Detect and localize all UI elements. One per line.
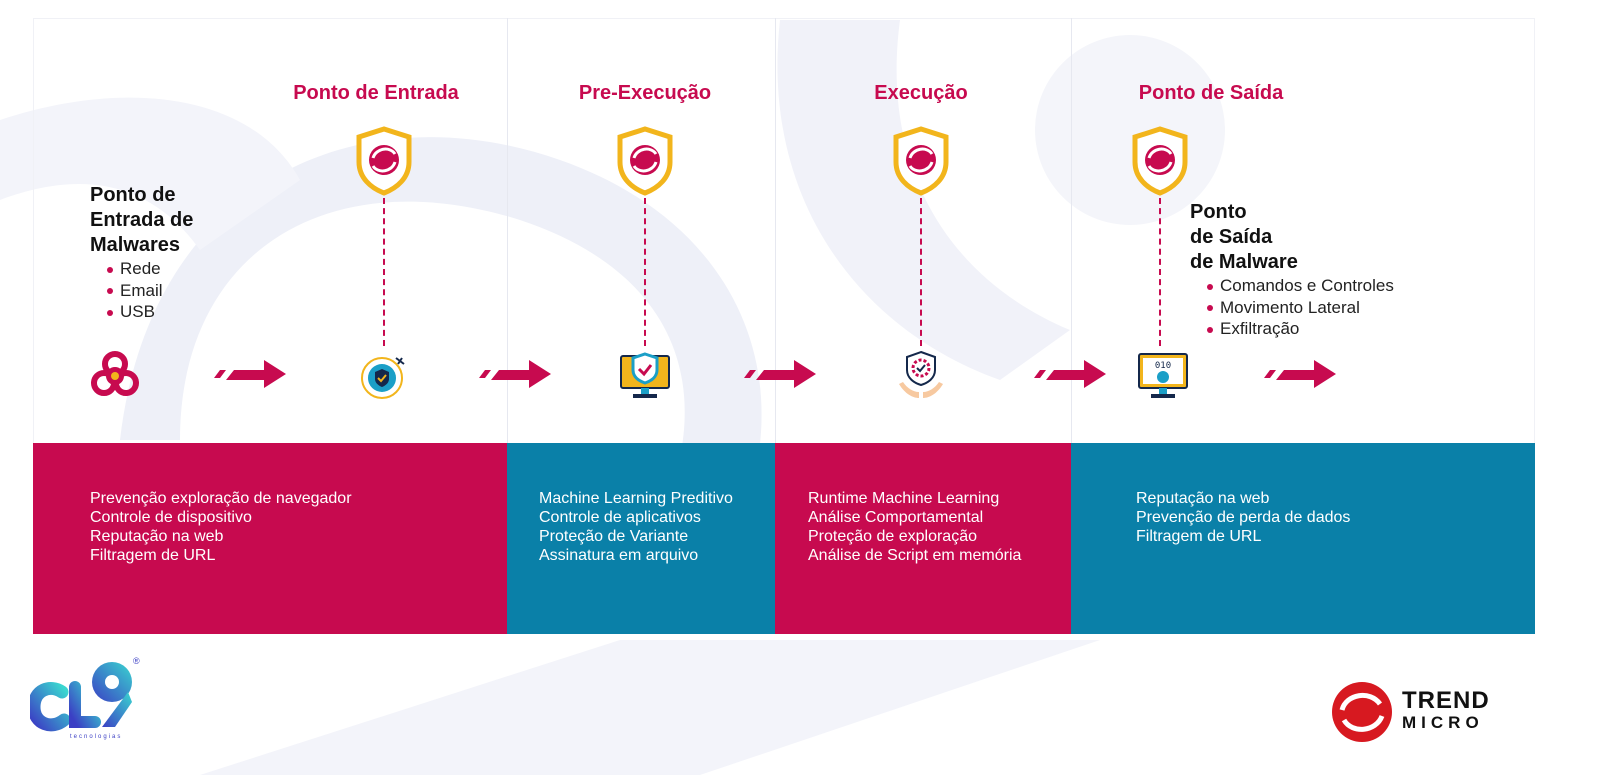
gear-shield-hands-icon: [899, 350, 943, 398]
stage-title: Ponto de Saída: [1138, 82, 1284, 104]
logo-text: TREND: [1402, 687, 1490, 714]
column-divider: [1071, 18, 1072, 443]
cl9-logo: tecnologias ®: [30, 656, 140, 740]
trend-shield-icon: [891, 126, 951, 196]
connector-line: [383, 198, 385, 346]
diagram-frame: [33, 18, 1535, 443]
column-divider: [775, 18, 776, 443]
feature-item: Assinatura em arquivo: [539, 547, 699, 564]
list-item: USB: [107, 301, 163, 323]
list-item: Exfiltração: [1207, 318, 1394, 340]
feature-item: Prevenção de perda de dados: [1136, 509, 1351, 526]
feature-item: Runtime Machine Learning: [808, 490, 1000, 507]
stage-title: Ponto de Entrada: [293, 82, 459, 104]
feature-item: Filtragem de URL: [1136, 528, 1262, 545]
feature-item: Análise de Script em memória: [808, 547, 1022, 564]
title-line: de Saída: [1190, 226, 1273, 248]
malware-exit-title: Ponto de Saída de Malware: [1190, 200, 1298, 275]
feature-item: Análise Comportamental: [808, 509, 984, 526]
biohazard-icon: [91, 351, 139, 396]
feature-item: Proteção de exploração: [808, 528, 977, 545]
connector-line: [644, 198, 646, 346]
connector-line: [1159, 198, 1161, 346]
feature-item: Controle de dispositivo: [90, 509, 252, 526]
svg-text:®: ®: [133, 656, 140, 666]
entry-vectors-list: Rede Email USB: [107, 258, 163, 323]
trend-micro-logo: TREND MICRO: [1330, 680, 1490, 744]
trend-micro-ball-icon: [1332, 682, 1392, 742]
svg-text:tecnologias: tecnologias: [70, 734, 122, 740]
list-item: Comandos e Controles: [1207, 275, 1394, 297]
title-line: Ponto: [1190, 201, 1247, 223]
feature-item: Reputação na web: [1136, 490, 1270, 507]
monitor-shield-icon: [620, 352, 670, 398]
title-line: de Malware: [1190, 251, 1298, 273]
monitor-binary-icon: 010: [1138, 353, 1188, 398]
stage-title: Pre-Execução: [578, 82, 712, 104]
connector-line: [920, 198, 922, 346]
feature-item: Proteção de Variante: [539, 528, 689, 545]
title-line: Ponto de: [90, 184, 176, 206]
flow-arrow-icon: [1264, 360, 1336, 388]
flow-arrow-icon: [1034, 360, 1106, 388]
column-divider: [507, 18, 508, 443]
trend-shield-icon: [615, 126, 675, 196]
logo-text: MICRO: [1402, 713, 1484, 732]
globe-shield-icon: [361, 357, 405, 399]
feature-item: Reputação na web: [90, 528, 224, 545]
feature-item: Filtragem de URL: [90, 547, 216, 564]
flow-arrow-icon: [744, 360, 816, 388]
trend-shield-icon: [1130, 126, 1190, 196]
title-line: Entrada de: [90, 209, 194, 231]
title-line: Malwares: [90, 234, 181, 256]
svg-text:010: 010: [1155, 361, 1171, 371]
feature-item: Controle de aplicativos: [539, 509, 701, 526]
trend-shield-icon: [354, 126, 414, 196]
stage-title: Execução: [874, 82, 968, 104]
flow-arrow-icon: [479, 360, 551, 388]
feature-item: Prevenção exploração de navegador: [90, 490, 352, 507]
feature-item: Machine Learning Preditivo: [539, 490, 733, 507]
list-item: Email: [107, 280, 163, 302]
flow-arrow-icon: [214, 360, 286, 388]
exit-vectors-list: Comandos e Controles Movimento Lateral E…: [1207, 275, 1394, 340]
list-item: Rede: [107, 258, 163, 280]
malware-entry-title: Ponto de Entrada de Malwares: [90, 183, 193, 258]
list-item: Movimento Lateral: [1207, 297, 1394, 319]
